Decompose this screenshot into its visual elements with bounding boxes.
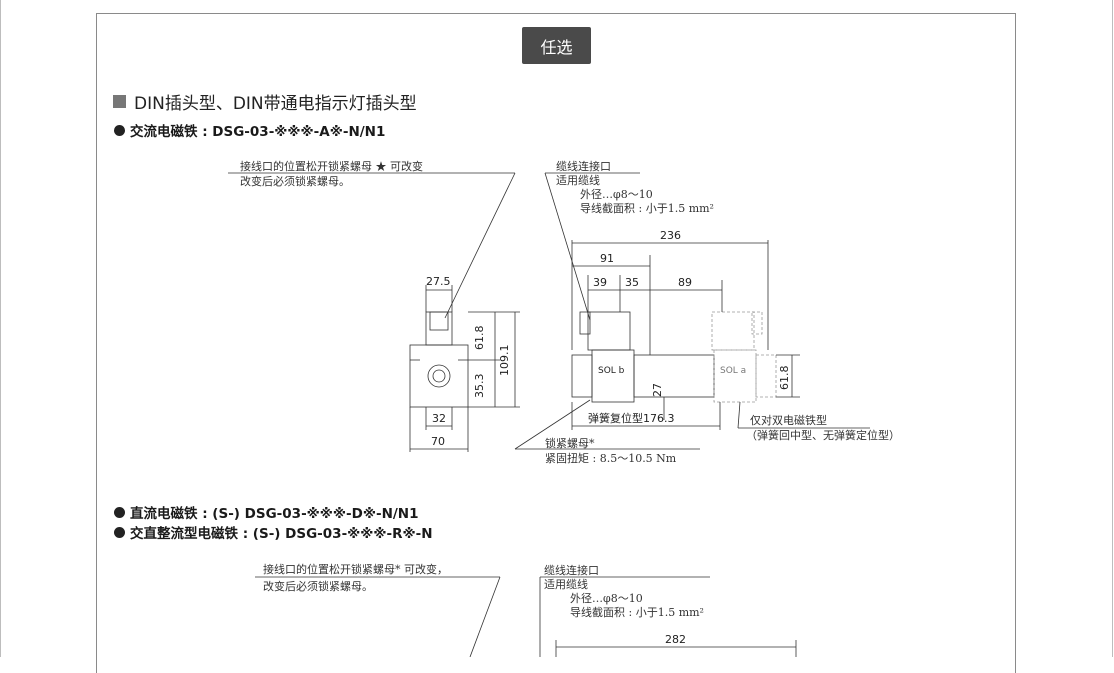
locknut-line1: 锁紧螺母* xyxy=(545,437,595,450)
cable-gland-b xyxy=(579,311,591,335)
bullet-dot-icon xyxy=(114,506,125,518)
end-view-cap xyxy=(429,311,449,331)
subheading-ac-text: 交流电磁铁 : DSG-03-※※※-A※-N/N1 xyxy=(130,124,386,140)
technical-drawing: 27.5 61.8 109.1 35.3 32 70 236 91 39 35 … xyxy=(228,172,870,657)
leader-line xyxy=(544,172,591,321)
bullet-dot-icon xyxy=(114,526,125,538)
dim-39: 39 xyxy=(593,276,607,289)
end-view-port-inner xyxy=(432,369,446,383)
end-view-body xyxy=(409,344,469,408)
label-sol-b: SOL b xyxy=(598,366,625,376)
leader-line xyxy=(514,399,591,450)
nut-note-2-line2: 改变后必须锁紧螺母。 xyxy=(263,580,373,593)
cable-2-line2: 适用缆线 xyxy=(544,578,588,591)
spring-return-label: 弹簧复位型176.3 xyxy=(588,411,675,425)
subheading-acdc-text: 交直整流型电磁铁 : (S-) DSG-03-※※※-R※-N xyxy=(130,526,433,542)
dim-27: 27 xyxy=(651,383,664,397)
page-edge-left xyxy=(0,0,1,657)
dim-27-5: 27.5 xyxy=(426,275,451,288)
connector-a xyxy=(711,311,755,351)
bullet-dot-icon xyxy=(114,124,125,136)
dim-236: 236 xyxy=(660,229,681,242)
end-view-port-outer xyxy=(427,364,451,388)
dim-91: 91 xyxy=(600,252,614,265)
subheading-acdc: 交直整流型电磁铁 : (S-) DSG-03-※※※-R※-N xyxy=(114,522,433,542)
cable-gland-a xyxy=(751,311,763,335)
solenoid-b-coil xyxy=(591,349,635,403)
dim-61-8-left: 61.8 xyxy=(473,326,486,351)
dim-35-3: 35.3 xyxy=(473,374,486,399)
cable-2-line1: 缆线连接口 xyxy=(544,564,599,577)
cable-2-line3: 外径…φ8～10 xyxy=(570,592,643,605)
subheading-dc-text: 直流电磁铁 : (S-) DSG-03-※※※-D※-N/N1 xyxy=(130,506,419,522)
connector-b xyxy=(587,311,631,351)
section-heading-text: DIN插头型、DIN带通电指示灯插头型 xyxy=(134,94,417,114)
dim-35: 35 xyxy=(625,276,639,289)
subheading-dc: 直流电磁铁 : (S-) DSG-03-※※※-D※-N/N1 xyxy=(114,502,419,522)
nut-note-1-line1: 接线口的位置松开锁紧螺母 ★ 可改变 xyxy=(240,160,423,173)
cable-1-line4: 导线截面积 : 小于1.5 mm² xyxy=(580,202,714,215)
nut-note-2-line1: 接线口的位置松开锁紧螺母* 可改变， xyxy=(263,563,448,576)
leader-line xyxy=(444,172,516,319)
square-bullet-icon xyxy=(113,95,126,108)
solenoid-b-end xyxy=(571,354,593,398)
leader-line xyxy=(469,576,501,657)
valve-body xyxy=(633,354,715,398)
cable-1-line3: 外径…φ8～10 xyxy=(580,188,653,201)
double-line1: 仅对双电磁铁型 xyxy=(750,414,827,427)
dim-109-1: 109.1 xyxy=(498,345,511,377)
section-heading: DIN插头型、DIN带通电指示灯插头型 xyxy=(113,89,417,114)
cable-2-line4: 导线截面积 : 小于1.5 mm² xyxy=(570,606,704,619)
locknut-line2: 紧固扭矩 : 8.5～10.5 Nm xyxy=(545,452,677,465)
cable-1-line1: 缆线连接口 xyxy=(556,160,611,173)
cable-1-line2: 适用缆线 xyxy=(556,174,600,187)
label-sol-a: SOL a xyxy=(720,366,746,376)
page-edge-right xyxy=(1112,0,1113,657)
dim-70: 70 xyxy=(431,435,445,448)
page-frame xyxy=(96,13,1016,673)
dim-89: 89 xyxy=(678,276,692,289)
solenoid-a-end xyxy=(755,354,777,398)
nut-note-1-line2: 改变后必须锁紧螺母。 xyxy=(240,175,350,188)
dim-282: 282 xyxy=(665,633,686,646)
optional-tag: 任选 xyxy=(522,27,591,64)
solenoid-a-coil xyxy=(713,349,757,403)
subheading-ac: 交流电磁铁 : DSG-03-※※※-A※-N/N1 xyxy=(114,120,385,140)
dim-61-8-right: 61.8 xyxy=(778,366,791,391)
double-line2: （弹簧回中型、无弹簧定位型） xyxy=(746,429,900,442)
dim-32: 32 xyxy=(432,412,446,425)
